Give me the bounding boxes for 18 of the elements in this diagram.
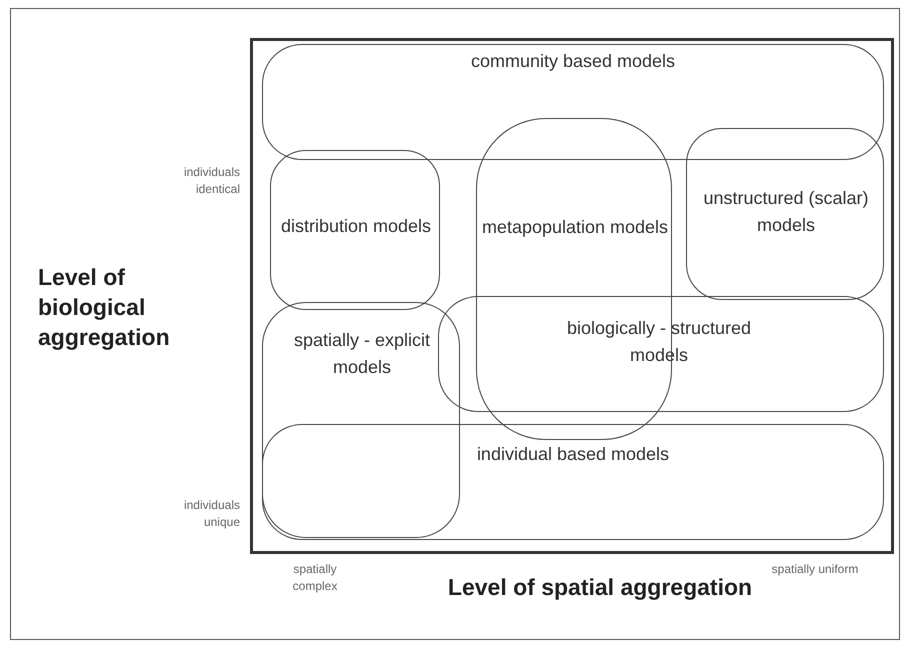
axis-title: Level of spatial aggregation [446, 573, 754, 602]
axis-tick-label: spatially complex [292, 561, 338, 595]
axis-tick-label: individuals identical [182, 164, 240, 198]
rounded-region [262, 424, 884, 540]
axis-tick-label: spatially uniform [770, 561, 860, 578]
region-label: distribution models [280, 215, 432, 238]
rounded-region [686, 128, 884, 300]
region-label: unstructured (scalar) models [702, 187, 870, 237]
axis-title: Level of biological aggregation [38, 263, 171, 352]
rounded-region [270, 150, 440, 310]
rounded-region [262, 44, 884, 160]
rounded-region [438, 296, 884, 412]
region-label: individual based models [476, 443, 670, 466]
region-label: metapopulation models [480, 216, 670, 239]
axis-tick-label: individuals unique [182, 497, 240, 531]
region-label: spatially - explicit models [292, 329, 432, 379]
rounded-region [262, 302, 460, 538]
region-label: community based models [470, 50, 676, 73]
